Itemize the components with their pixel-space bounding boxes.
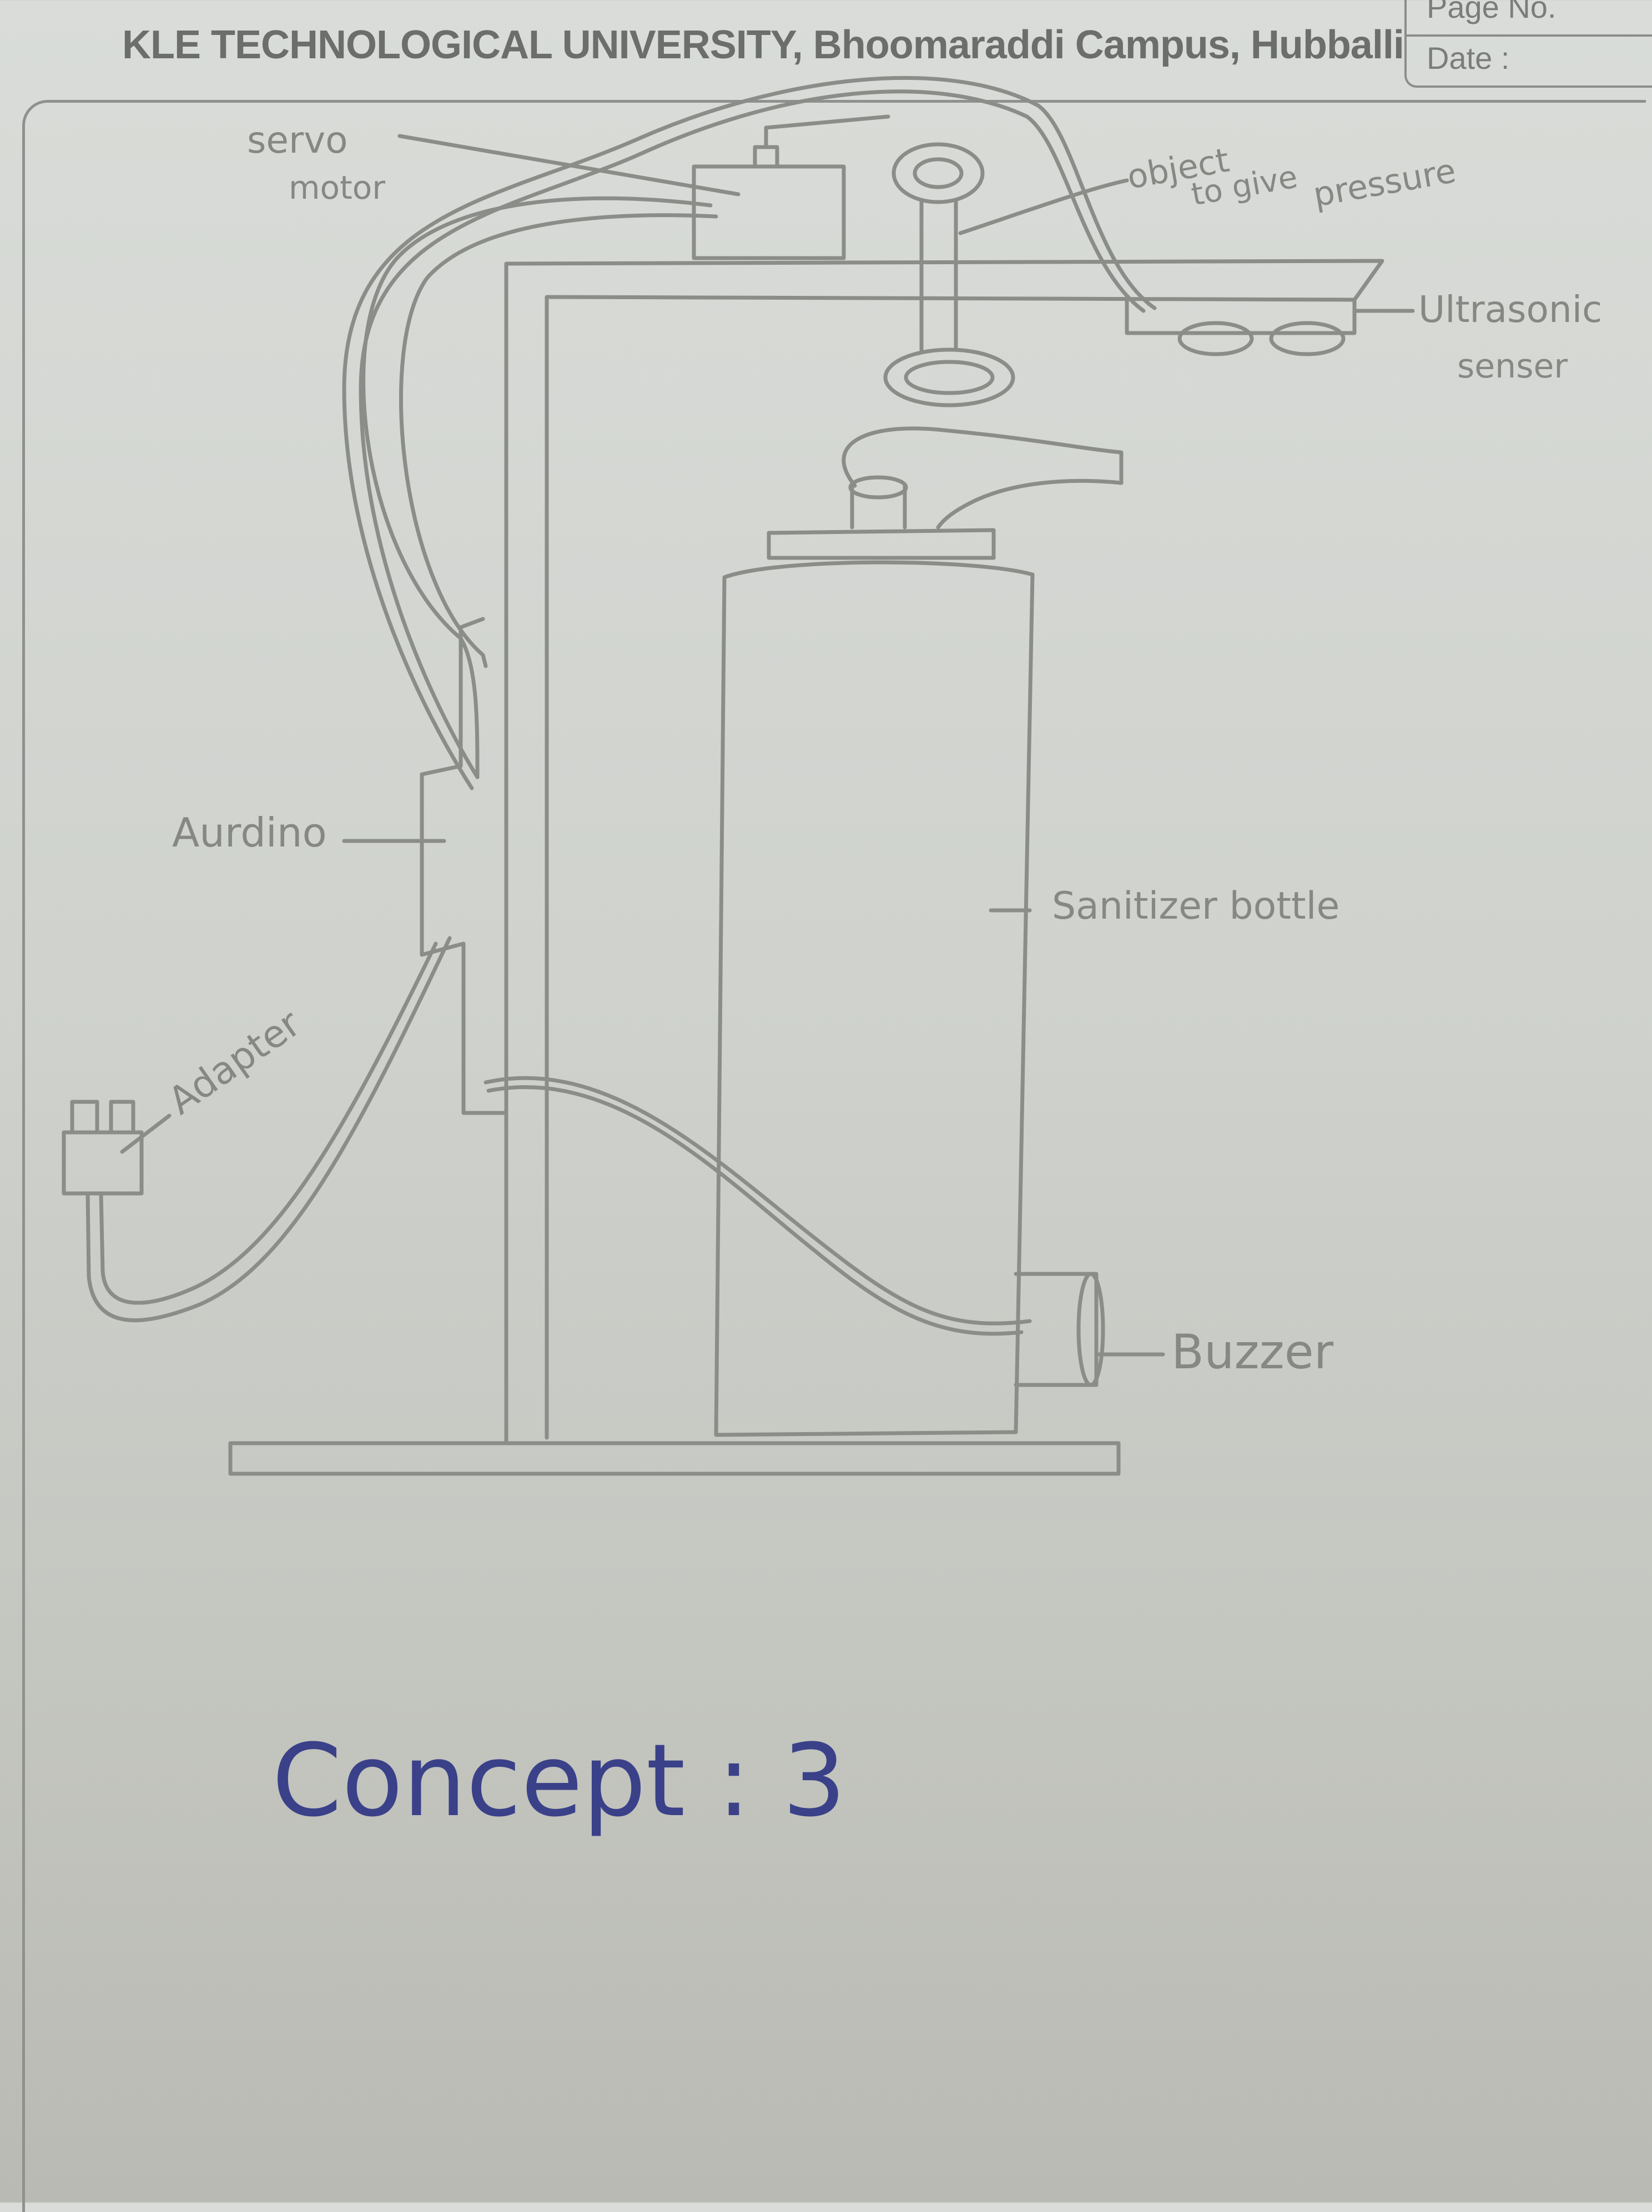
ultrasonic-label-line2: senser <box>1457 347 1568 386</box>
page-date-box <box>1404 0 1652 88</box>
sanitizer-bottle-label: Sanitizer bottle <box>1052 884 1339 928</box>
adapter-label: Adapter <box>160 1001 308 1123</box>
pump-head <box>767 426 1124 560</box>
date-label: Date : <box>1427 41 1510 75</box>
sanitizer-bottle <box>714 560 1035 1437</box>
adapter <box>62 936 452 1323</box>
page-header-title: KLE TECHNOLOGICAL UNIVERSITY, Bhoomaradd… <box>122 23 1404 67</box>
object-label-line3: pressure <box>1310 152 1458 215</box>
concept-title: Concept : 3 <box>272 1723 846 1839</box>
leader-lines <box>120 134 1415 1357</box>
page-number-label: Page No. <box>1427 0 1557 24</box>
buzzer-wire <box>483 1076 1032 1336</box>
buzzer <box>1014 1272 1105 1387</box>
servo-label-line1: servo <box>247 119 348 162</box>
servo-label-line2: motor <box>289 169 385 206</box>
stand-frame <box>504 259 1384 1445</box>
arduino-label: Aurdino <box>172 809 327 856</box>
page-date-divider <box>1404 34 1652 37</box>
buzzer-label: Buzzer <box>1171 1324 1334 1380</box>
ultrasonic-sensor <box>1125 295 1357 356</box>
page-border <box>22 100 1646 2212</box>
wires <box>342 75 1157 790</box>
pressure-object <box>883 142 1015 407</box>
ultrasonic-label-line1: Ultrasonic <box>1418 288 1602 331</box>
servo-motor <box>692 114 890 260</box>
base-plate <box>228 1441 1121 1476</box>
arduino-board <box>420 617 507 1115</box>
